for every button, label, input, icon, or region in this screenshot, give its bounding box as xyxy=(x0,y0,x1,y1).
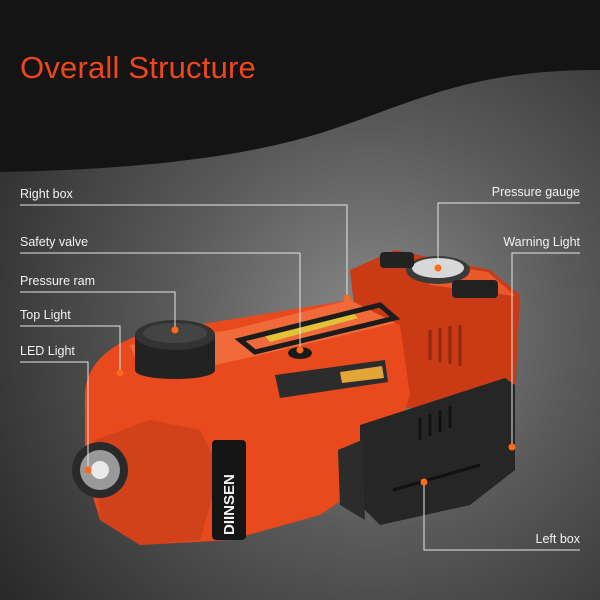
label-top-light: Top Light xyxy=(20,308,71,322)
label-safety-valve: Safety valve xyxy=(20,235,89,249)
label-pressure-ram: Pressure ram xyxy=(20,274,96,288)
brand-text: DIINSEN xyxy=(221,474,238,535)
brand-badge xyxy=(212,440,246,540)
safety-valve xyxy=(288,347,312,359)
label-left-box: Left box xyxy=(535,532,580,546)
warning-light-panel xyxy=(452,280,498,298)
page-title: Overall Structure xyxy=(20,50,256,85)
label-right-box: Right box xyxy=(20,187,73,201)
label-warning-light: Warning Light xyxy=(503,235,580,249)
label-led-light: LED Light xyxy=(20,344,75,358)
label-pressure-gauge: Pressure gauge xyxy=(491,185,580,199)
